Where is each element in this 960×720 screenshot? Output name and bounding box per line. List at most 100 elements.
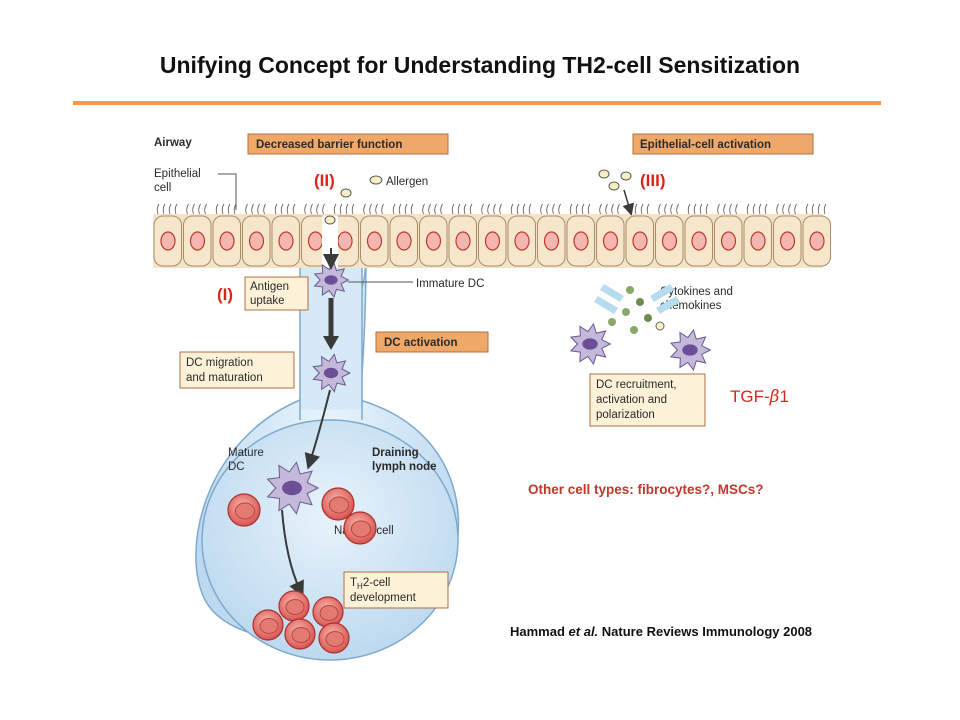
cilium bbox=[676, 203, 679, 215]
mature-dc-label-1: Mature bbox=[228, 447, 264, 459]
cilium bbox=[398, 203, 402, 215]
cilium bbox=[428, 203, 431, 215]
cilium bbox=[776, 203, 779, 215]
box-dc-recruitment: DC recruitment, activation and polarizat… bbox=[589, 373, 706, 427]
cilium bbox=[546, 203, 549, 215]
nucleus bbox=[750, 231, 766, 251]
t-cell-nucleus bbox=[319, 605, 339, 621]
nucleus bbox=[160, 231, 176, 251]
cilium bbox=[369, 203, 372, 215]
cytokines-label-1: Cytokines and bbox=[660, 286, 733, 298]
cilium bbox=[198, 203, 201, 215]
cilium bbox=[162, 203, 166, 215]
nucleus bbox=[809, 231, 825, 251]
nucleus bbox=[366, 231, 383, 251]
cilium bbox=[422, 203, 425, 215]
t-cell-nucleus bbox=[325, 631, 345, 647]
cilium bbox=[640, 203, 644, 215]
cilium bbox=[617, 203, 620, 215]
cilium bbox=[699, 203, 703, 215]
box-epithelial-activation: Epithelial-cell activation bbox=[632, 133, 814, 155]
cilium bbox=[381, 203, 384, 215]
immature-dc bbox=[313, 261, 350, 299]
cilium bbox=[227, 203, 231, 215]
cilium bbox=[322, 203, 325, 215]
cilium bbox=[351, 203, 355, 215]
cilium bbox=[245, 203, 248, 215]
box-th2-development: TH2-cell development bbox=[343, 571, 449, 609]
cilium bbox=[605, 203, 608, 215]
cilium bbox=[611, 203, 614, 215]
cilium bbox=[463, 203, 467, 215]
cilium bbox=[693, 203, 697, 215]
step-two-label: (II) bbox=[314, 171, 335, 190]
svg-text:uptake: uptake bbox=[250, 295, 285, 307]
cilium bbox=[634, 203, 638, 215]
cilium bbox=[723, 203, 726, 215]
th2-arrow bbox=[281, 509, 304, 598]
cilium bbox=[510, 203, 514, 215]
allergen-cluster bbox=[598, 169, 632, 191]
cilium bbox=[156, 203, 160, 215]
cilium bbox=[805, 203, 809, 215]
cilia bbox=[156, 203, 827, 215]
cilium bbox=[670, 203, 673, 215]
t-cell-nucleus bbox=[259, 618, 279, 634]
citation: Hammad et al. Nature Reviews Immunology … bbox=[510, 624, 813, 639]
cilium bbox=[782, 203, 785, 215]
nucleus bbox=[484, 231, 501, 251]
t-cell-nucleus bbox=[291, 627, 311, 643]
cilium bbox=[758, 203, 762, 215]
cilium bbox=[794, 203, 797, 215]
allergen-label: Allergen bbox=[386, 176, 428, 188]
step-three-label: (III) bbox=[640, 171, 666, 190]
nucleus bbox=[661, 231, 678, 251]
cilium bbox=[286, 203, 290, 215]
cilium bbox=[752, 203, 756, 215]
tgf-beta1-label: TGF-β1 bbox=[730, 387, 789, 407]
maturation-arrow bbox=[304, 389, 331, 470]
recruited-dc bbox=[669, 328, 712, 372]
other-cell-types-note: Other cell types: fibrocytes?, MSCs? bbox=[528, 482, 764, 497]
epithelial-label-2: cell bbox=[154, 182, 171, 194]
t-cell-nucleus bbox=[285, 599, 305, 615]
lymph-node-label-1: Draining bbox=[372, 447, 419, 459]
cilium bbox=[581, 203, 585, 215]
cilium bbox=[687, 203, 691, 215]
dendritic-cells bbox=[266, 261, 712, 515]
cilium bbox=[251, 203, 254, 215]
cilium bbox=[404, 203, 408, 215]
cilium bbox=[540, 203, 543, 215]
t-cell-nucleus bbox=[234, 502, 256, 520]
nucleus bbox=[543, 231, 560, 251]
step-one-label: (I) bbox=[217, 285, 233, 304]
cilium bbox=[257, 203, 260, 215]
cilium bbox=[811, 203, 815, 215]
cilium bbox=[304, 203, 307, 215]
cilium bbox=[186, 203, 189, 215]
cilium bbox=[375, 203, 378, 215]
box-decreased-barrier: Decreased barrier function bbox=[247, 133, 449, 155]
nucleus bbox=[337, 231, 353, 251]
cilium bbox=[817, 203, 821, 215]
cilium bbox=[434, 203, 437, 215]
cilium bbox=[451, 203, 455, 215]
cilium bbox=[339, 203, 343, 215]
svg-text:Antigen: Antigen bbox=[250, 281, 289, 293]
title-underline bbox=[73, 101, 881, 105]
nucleus bbox=[455, 231, 471, 251]
svg-text:development: development bbox=[350, 592, 417, 604]
svg-text:activation and: activation and bbox=[596, 394, 667, 406]
cilium bbox=[410, 203, 414, 215]
cilium bbox=[392, 203, 396, 215]
cilium bbox=[552, 203, 555, 215]
nucleus bbox=[425, 231, 442, 251]
cilium bbox=[440, 203, 443, 215]
t-cells bbox=[227, 487, 377, 654]
cilium bbox=[174, 203, 178, 215]
cilium bbox=[363, 203, 366, 215]
cilium bbox=[457, 203, 461, 215]
cilium bbox=[599, 203, 602, 215]
cilium bbox=[528, 203, 532, 215]
cilium bbox=[204, 203, 207, 215]
